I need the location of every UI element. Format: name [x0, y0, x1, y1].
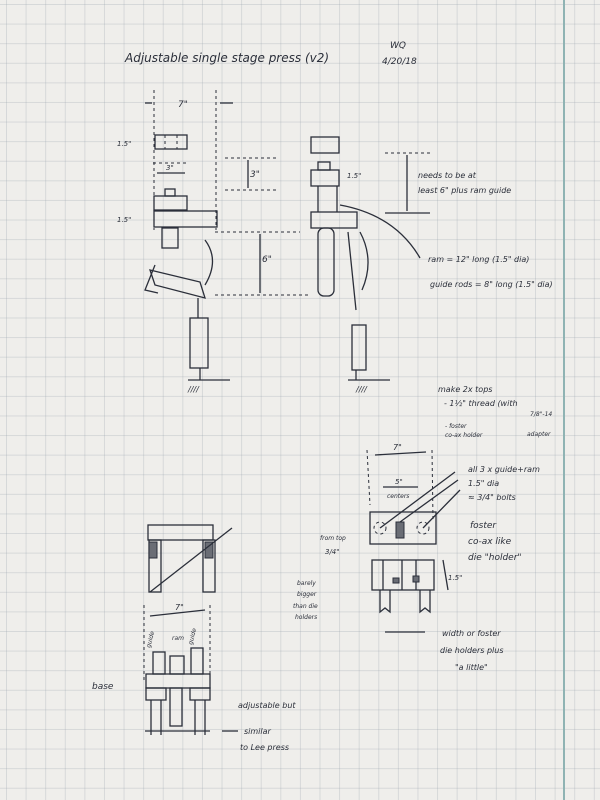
inner-width-dim: 3" — [166, 164, 174, 172]
similar-note-1: similar — [244, 727, 272, 736]
base-height-dim: 1.5" — [117, 216, 131, 224]
foster-note-2: co-ax like — [468, 537, 512, 547]
foster-note-3: die "holder" — [468, 553, 522, 563]
ram-note: ram = 12" long (1.5" dia) — [428, 255, 529, 264]
top-height-dim: 1.5" — [117, 140, 131, 148]
height-note-2: least 6" plus ram guide — [418, 186, 511, 195]
barely-note-1: barely — [297, 580, 316, 587]
centers-dim: 5" — [395, 478, 403, 486]
side-view-2: 1.5" //// needs to be at least 6" plus r… — [310, 136, 553, 394]
width-note-3: "a little" — [455, 663, 488, 672]
from-top-1: from top — [320, 535, 346, 542]
base-label: base — [92, 682, 114, 692]
width-dim: 7" — [178, 100, 188, 110]
holder-height-dim: 1.5" — [448, 574, 462, 582]
barely-note-3: than die — [293, 603, 318, 610]
travel-dim: 6" — [262, 255, 272, 265]
margin-line — [563, 0, 565, 800]
guide-right-label: guide — [187, 627, 198, 645]
bolt-note-3: ≈ 3/4" bolts — [468, 493, 516, 502]
side-view-1: 7" 1.5" 3" 3" 1.5" 6" //// — [117, 90, 310, 394]
from-top-2: 3/4" — [325, 548, 340, 556]
guide-left-label: guide — [145, 630, 156, 648]
ram-label: ram — [172, 635, 184, 642]
ground-hatch-2: //// — [355, 385, 368, 394]
height-note-1: needs to be at — [418, 171, 477, 180]
foster-note-1: foster — [470, 521, 497, 531]
front-width-dim: 7" — [175, 603, 184, 612]
guide-rods-note: guide rods = 8" long (1.5" dia) — [430, 280, 553, 289]
ground-hatch: //// — [187, 385, 200, 394]
top-view: 7" 5" centers all 3 x guide+ram 1.5" dia… — [293, 443, 540, 672]
width-note-1: width or foster — [442, 629, 501, 638]
centers-label: centers — [387, 493, 409, 500]
tops-note-line4: adapter — [527, 431, 551, 438]
tops-note-line5: - foster — [445, 423, 467, 430]
date: 4/20/18 — [382, 57, 417, 67]
top-width-dim: 7" — [393, 443, 402, 452]
bolt-note-1: all 3 x guide+ram — [468, 465, 540, 474]
tops-note-line3: 7/8"-14 — [530, 411, 552, 418]
front-view: 7" guide ram guide base adjustable but s… — [92, 524, 296, 752]
bolt-note-2: 1.5" dia — [468, 479, 499, 488]
initials: WQ — [390, 41, 406, 51]
gap-dim: 3" — [250, 170, 260, 180]
adjustable-note: adjustable but — [238, 701, 296, 710]
barely-note-2: bigger — [297, 591, 317, 598]
barely-note-4: holders — [295, 614, 317, 621]
similar-note-2: to Lee press — [240, 743, 289, 752]
block-height-dim: 1.5" — [347, 172, 361, 180]
tops-note-line1: make 2x tops — [438, 385, 492, 394]
tops-note-line6: co-ax holder — [445, 432, 483, 439]
tops-note: make 2x tops - 1½" thread (with 7/8"-14 … — [438, 385, 552, 439]
sketch-title: Adjustable single stage press (v2) — [124, 51, 329, 65]
width-note-2: die holders plus — [440, 646, 504, 655]
tops-note-line2: - 1½" thread (with — [444, 399, 518, 408]
